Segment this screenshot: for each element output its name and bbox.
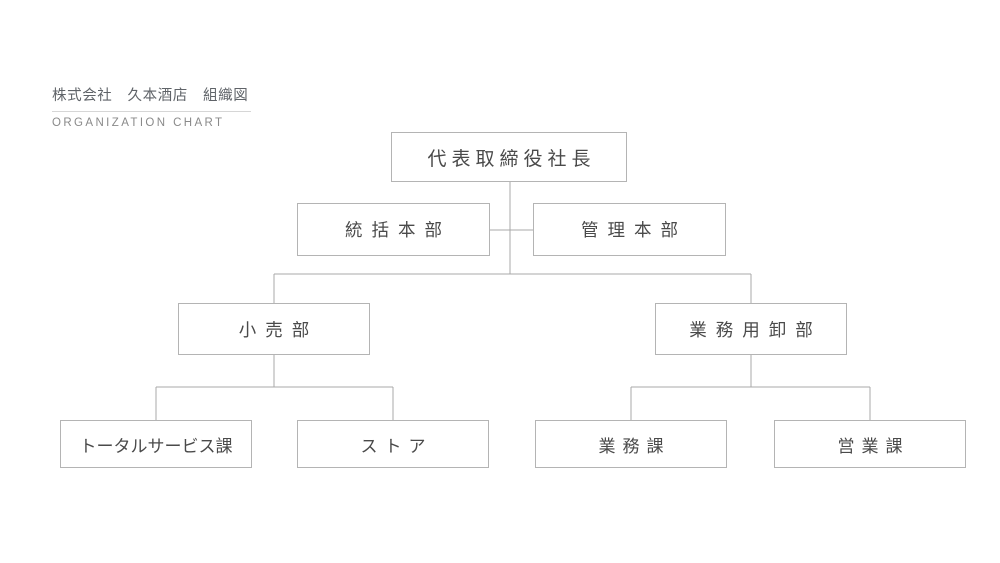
- org-node-label: 小売部: [238, 319, 319, 340]
- org-node-oroshi[interactable]: 業務用卸部: [655, 303, 847, 355]
- org-node-label: 営業課: [837, 436, 910, 456]
- title-divider: [52, 110, 251, 112]
- org-node-label: トータルサービス課: [79, 436, 233, 456]
- chart-title-block: 株式会社 久本酒店 組織図 ORGANIZATION CHART: [52, 86, 262, 129]
- org-node-tokatsu[interactable]: 統括本部: [297, 203, 490, 256]
- org-node-kanri[interactable]: 管理本部: [533, 203, 726, 256]
- org-node-label: 業務用卸部: [689, 319, 822, 340]
- org-node-label: 管理本部: [581, 220, 687, 240]
- page-title: 株式会社 久本酒店 組織図: [52, 88, 249, 104]
- org-node-label: ストア: [360, 436, 433, 456]
- org-node-kouri[interactable]: 小売部: [178, 303, 370, 355]
- page-subtitle: ORGANIZATION CHART: [52, 116, 225, 129]
- org-node-label: 代表取締役社長: [427, 148, 596, 170]
- org-node-eigyo[interactable]: 営業課: [774, 420, 966, 468]
- org-node-label: 業務課: [598, 436, 671, 456]
- org-node-total[interactable]: トータルサービス課: [60, 420, 252, 468]
- org-node-label: 統括本部: [345, 220, 451, 240]
- org-node-gyomu[interactable]: 業務課: [535, 420, 727, 468]
- org-node-ceo[interactable]: 代表取締役社長: [391, 132, 627, 182]
- org-node-store[interactable]: ストア: [297, 420, 489, 468]
